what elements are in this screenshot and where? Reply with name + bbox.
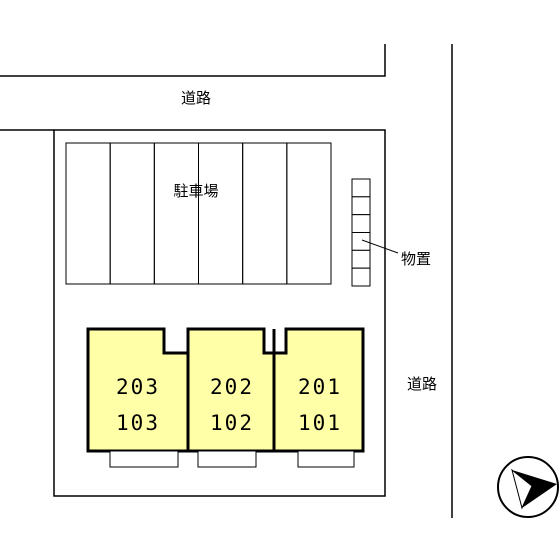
north-arrow-icon [497,456,559,518]
storage-compartment [351,267,371,287]
building-outline [86,327,365,453]
unit-lower-number: 103 [116,411,160,435]
storage-label: 物置 [401,250,431,268]
parking-space [242,142,288,285]
parking-space [286,142,332,285]
storage-leader-line [361,239,399,254]
parking-label: 駐車場 [173,182,218,200]
parking-space [198,142,244,285]
road-top-label: 道路 [181,89,211,107]
storage-compartment [351,214,371,234]
storage-compartment [351,178,371,198]
parking-space [153,142,199,285]
storage-shed [351,178,371,287]
entrance-step [109,450,179,468]
parking-space [109,142,155,285]
storage-compartment [351,249,371,269]
entrance-step [197,450,257,468]
entrance-step [297,450,355,468]
unit-upper-number: 202 [210,375,254,399]
road-top-boundary [0,44,386,77]
site-boundary [53,129,386,497]
storage-compartment [351,196,371,216]
unit-lower-number: 101 [298,411,342,435]
road-right-label: 道路 [407,375,437,393]
unit-upper-number: 203 [116,375,160,399]
unit-upper-number: 201 [298,375,342,399]
parking-area [65,142,332,285]
unit-lower-number: 102 [210,411,254,435]
parking-space [65,142,111,285]
